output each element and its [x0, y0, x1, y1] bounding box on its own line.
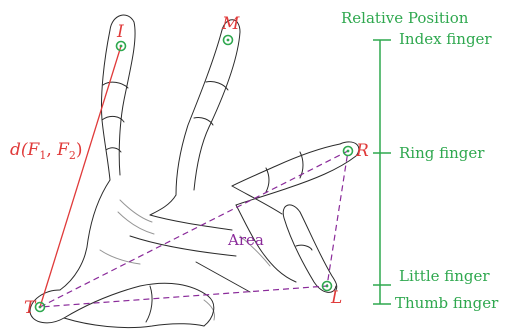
- marker-middle: [224, 36, 233, 45]
- point-label-little: L: [330, 288, 342, 308]
- marker-ring: [344, 147, 353, 156]
- point-label-thumb: T: [24, 298, 37, 318]
- tick-label-index: Index finger: [399, 30, 492, 48]
- area-label: Area: [227, 231, 264, 249]
- distance-label: d(F1, F2): [10, 140, 83, 162]
- relative-position-title: Relative Position: [341, 9, 469, 27]
- marker-thumb: [36, 303, 45, 312]
- point-label-index: I: [116, 22, 124, 42]
- point-label-ring: R: [355, 141, 369, 161]
- tick-label-ring: Ring finger: [399, 144, 485, 162]
- tick-label-thumb: Thumb finger: [395, 294, 499, 312]
- tick-label-little: Little finger: [399, 267, 490, 285]
- hand-sketch-icon: [30, 15, 359, 328]
- area-polygon: [40, 151, 348, 307]
- point-label-middle: M: [221, 14, 240, 34]
- marker-index: [117, 42, 126, 51]
- distance-line: [40, 46, 121, 307]
